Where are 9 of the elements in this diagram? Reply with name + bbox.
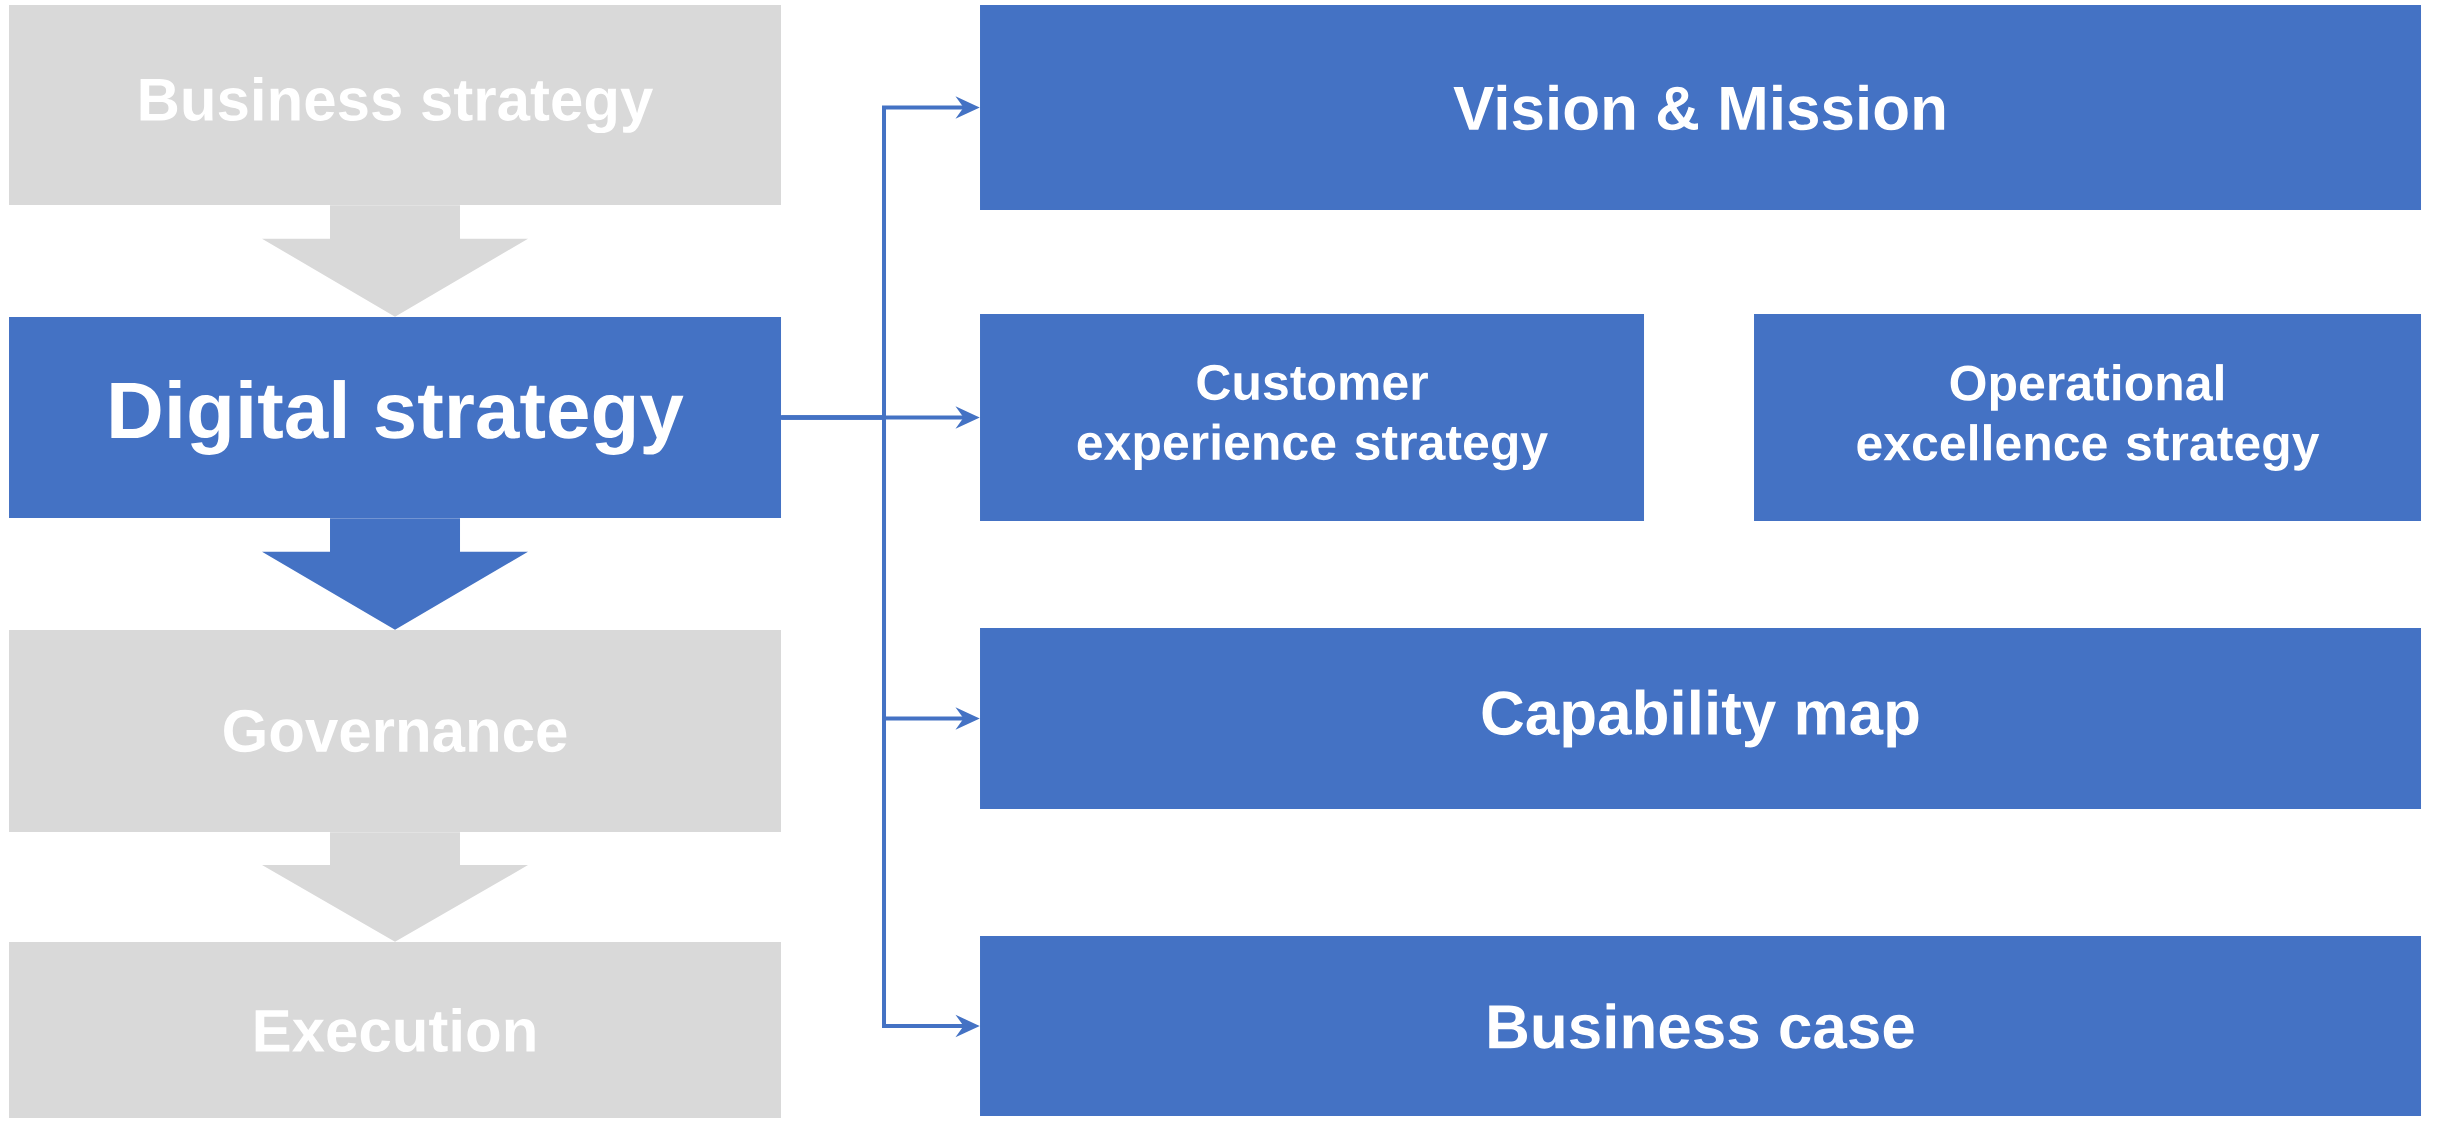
block-arrow xyxy=(262,832,528,942)
component-box: Customer experience strategy xyxy=(980,314,1644,521)
component-box: Capability map xyxy=(980,628,2421,809)
component-box: Business case xyxy=(980,936,2421,1116)
strategy-box: Digital strategy xyxy=(9,317,781,518)
component-box: Vision & Mission xyxy=(980,5,2421,210)
component-box: Operational excellence strategy xyxy=(1754,314,2421,521)
block-arrow xyxy=(262,205,528,317)
block-arrow xyxy=(262,518,528,630)
